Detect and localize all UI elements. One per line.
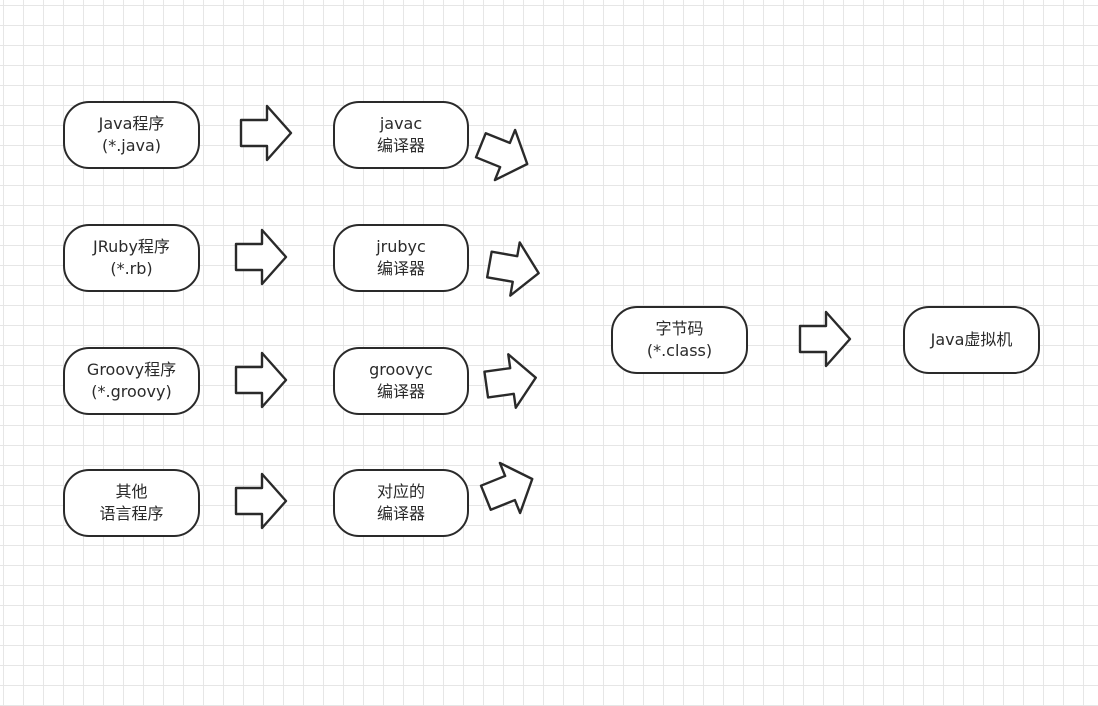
source-node-other[interactable]: 其他 语言程序 [63,469,200,537]
node-label-line1: Groovy程序 [86,360,177,379]
source-node-groovy[interactable]: Groovy程序 (*.groovy) [63,347,200,415]
node-label: Java虚拟机 [930,330,1013,349]
node-label-line2: 编译器 [376,136,425,155]
node-label-line1: javac [379,114,423,133]
source-node-java[interactable]: Java程序 (*.java) [63,101,200,169]
node-label-line2: (*.class) [646,341,713,360]
bytecode-node[interactable]: 字节码 (*.class) [611,306,748,374]
diagonal-arrow-icon [479,461,534,515]
node-label-line1: 字节码 [655,319,704,338]
node-label-line1: 对应的 [376,482,425,501]
source-node-jruby[interactable]: JRuby程序 (*.rb) [63,224,200,292]
node-label-line2: (*.rb) [110,259,153,278]
node-label-line1: groovyc [369,360,433,379]
compiler-node-other[interactable]: 对应的 编译器 [333,469,469,537]
compiler-node-jrubyc[interactable]: jrubyc 编译器 [333,224,469,292]
diagonal-arrow-icon [483,353,537,409]
node-label-line2: 编译器 [376,382,425,401]
right-arrow-icon [234,228,288,286]
compiler-node-javac[interactable]: javac 编译器 [333,101,469,169]
node-label-line2: (*.java) [101,136,162,155]
node-label-line2: 编译器 [376,259,425,278]
right-arrow-icon [239,104,293,162]
node-label-line1: JRuby程序 [93,237,170,256]
right-arrow-icon [234,472,288,530]
jvm-node[interactable]: Java虚拟机 [903,306,1040,374]
node-label-line1: Java程序 [98,114,165,133]
diagonal-arrow-icon [485,241,540,297]
right-arrow-icon [798,310,852,368]
node-label-line2: 语言程序 [99,504,164,523]
right-arrow-icon [234,351,288,409]
node-label-line2: 编译器 [376,504,425,523]
diagonal-arrow-icon [474,128,529,182]
node-label-line2: (*.groovy) [91,382,172,401]
node-label-line1: 其他 [115,482,148,501]
compiler-node-groovyc[interactable]: groovyc 编译器 [333,347,469,415]
node-label-line1: jrubyc [376,237,426,256]
